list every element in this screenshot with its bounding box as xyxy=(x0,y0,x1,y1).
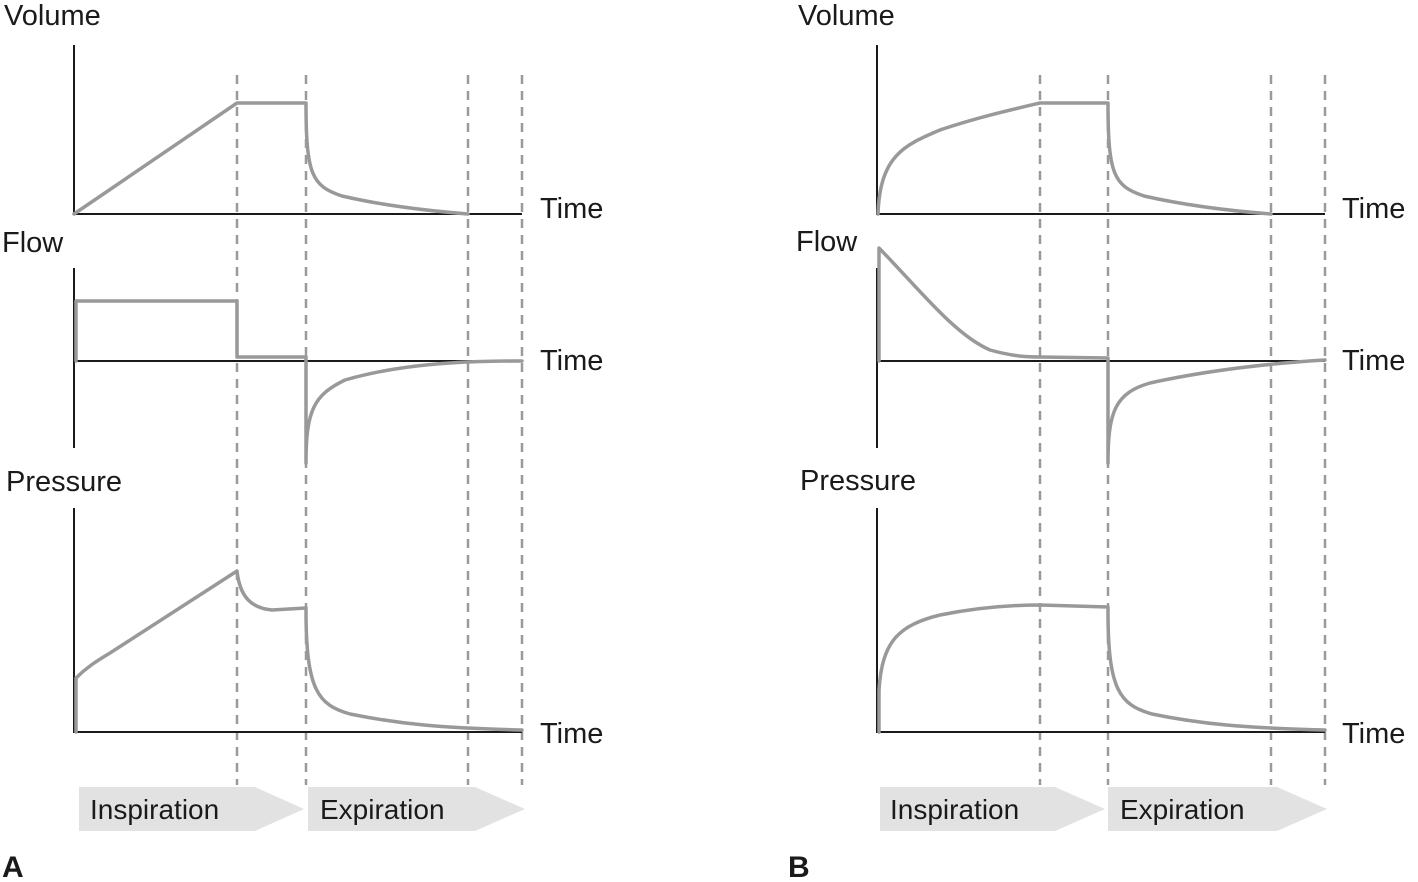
inspiration-phase-arrow xyxy=(880,787,1105,831)
flow-plot-b: Flow Time xyxy=(796,226,1405,465)
time-axis-label: Time xyxy=(540,193,603,225)
pressure-curve xyxy=(877,603,1327,734)
phase-bar-a: Inspiration Expiration xyxy=(79,787,525,831)
inspiration-label: Inspiration xyxy=(90,794,219,825)
expiration-label: Expiration xyxy=(320,794,445,825)
time-axis-label: Time xyxy=(540,718,603,750)
pressure-curve xyxy=(74,569,524,734)
volume-axes xyxy=(73,45,522,215)
time-axis-label: Time xyxy=(1342,345,1405,377)
volume-label: Volume xyxy=(798,0,895,32)
expiration-label: Expiration xyxy=(1120,794,1245,825)
pressure-plot-b: Pressure Time xyxy=(800,465,1405,750)
flow-plot-a: Flow Time xyxy=(2,227,603,465)
inspiration-label: Inspiration xyxy=(890,794,1019,825)
panel-letter-a: A xyxy=(2,851,24,882)
time-axis-label: Time xyxy=(540,345,603,377)
phase-bar-b: Inspiration Expiration xyxy=(880,787,1327,831)
flow-curve xyxy=(877,246,1327,465)
expiration-phase-arrow xyxy=(308,787,525,831)
volume-plot-b: Volume Time xyxy=(798,0,1405,225)
pressure-axes xyxy=(876,508,1325,733)
panel-letter-b: B xyxy=(788,851,810,882)
time-axis-label: Time xyxy=(1342,193,1405,225)
pressure-label: Pressure xyxy=(6,466,122,498)
volume-label: Volume xyxy=(4,0,101,32)
panel-b: Volume Time Flow Time Pressure Time Insp… xyxy=(788,0,1405,882)
panel-a: Volume Time Flow Time Pressure Time Insp… xyxy=(2,0,603,882)
volume-curve xyxy=(876,101,1273,216)
inspiration-phase-arrow xyxy=(79,787,304,831)
pressure-plot-a: Pressure Time xyxy=(6,466,603,750)
pressure-axes xyxy=(73,508,522,733)
flow-label: Flow xyxy=(796,226,858,258)
flow-curve xyxy=(74,299,524,465)
time-axis-label: Time xyxy=(1342,718,1405,750)
expiration-phase-arrow xyxy=(1108,787,1327,831)
flow-label: Flow xyxy=(2,227,64,259)
pressure-label: Pressure xyxy=(800,465,916,497)
volume-plot-a: Volume Time xyxy=(4,0,603,225)
volume-curve xyxy=(72,101,470,216)
